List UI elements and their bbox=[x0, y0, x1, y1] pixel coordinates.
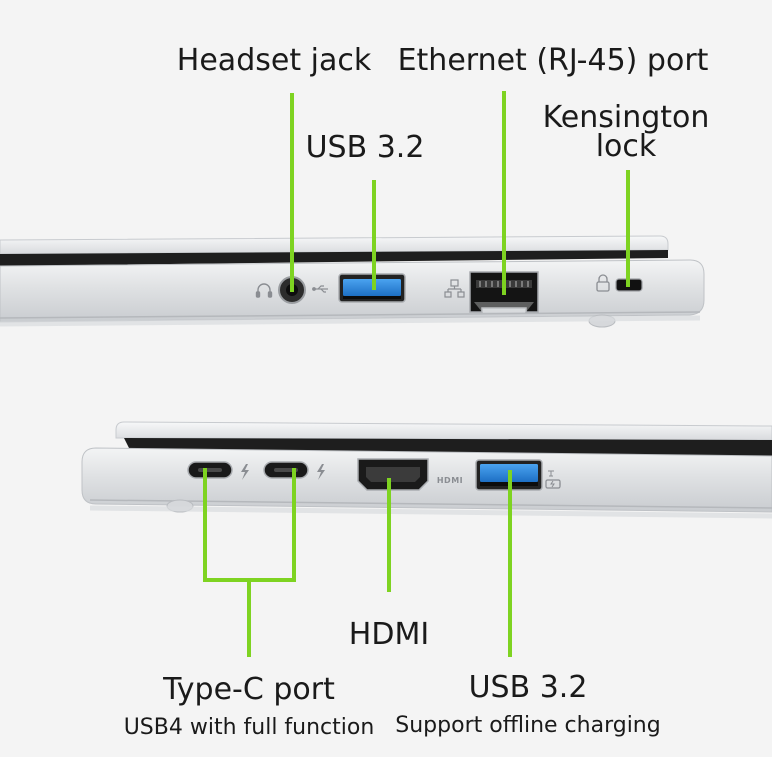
bottom-laptop-seam bbox=[124, 438, 772, 456]
label-ethernet: Ethernet (RJ-45) port bbox=[397, 43, 709, 78]
label-type-c-subtitle: USB4 with full function bbox=[123, 715, 375, 740]
headset-icon bbox=[255, 283, 273, 298]
bottom-laptop-lid bbox=[115, 421, 772, 441]
label-kensington-line2: lock bbox=[595, 128, 657, 164]
leader-lines bbox=[203, 91, 630, 657]
type-c-port-2 bbox=[263, 461, 309, 479]
bottom-laptop: HDMI bbox=[81, 421, 772, 519]
hdmi-port bbox=[357, 458, 429, 491]
battery-charging-icon bbox=[545, 470, 561, 489]
type-c-port-1 bbox=[187, 461, 233, 479]
label-usb-top: USB 3.2 bbox=[305, 130, 425, 165]
usb-icon bbox=[312, 285, 328, 293]
label-hdmi: HDMI bbox=[348, 617, 430, 652]
label-usb-bottom-subtitle: Support offline charging bbox=[395, 713, 661, 738]
top-laptop-seam bbox=[0, 250, 668, 266]
thunderbolt-icon bbox=[241, 464, 249, 480]
top-laptop bbox=[0, 235, 705, 328]
lock-icon bbox=[596, 274, 610, 292]
label-usb-bottom-title: USB 3.2 bbox=[468, 670, 588, 705]
top-laptop-lid bbox=[0, 235, 669, 255]
label-kensington: Kensington lock bbox=[542, 100, 710, 164]
network-icon bbox=[444, 279, 465, 298]
thunderbolt-icon bbox=[317, 464, 325, 480]
label-type-c-title: Type-C port bbox=[163, 672, 335, 707]
label-headset-jack: Headset jack bbox=[176, 43, 372, 78]
hdmi-logo: HDMI bbox=[437, 476, 463, 485]
label-kensington-line1: Kensington bbox=[542, 100, 710, 135]
